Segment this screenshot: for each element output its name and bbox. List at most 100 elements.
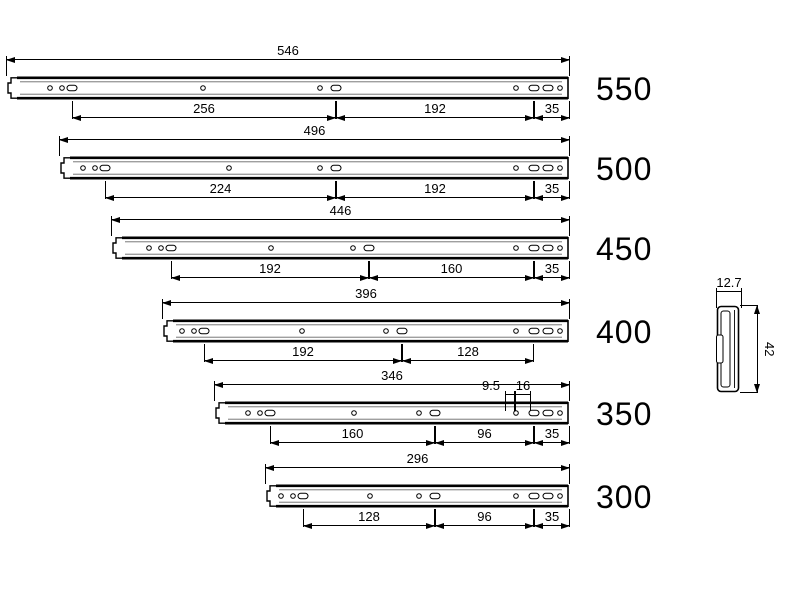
arrow-right-icon — [561, 465, 570, 471]
dim-line — [534, 442, 570, 443]
segment-dim: 192 — [336, 181, 534, 201]
arrow-left-icon — [6, 57, 15, 63]
dim-value: 96 — [477, 509, 492, 524]
extension-line — [740, 305, 758, 306]
segment-dim: 96 — [435, 426, 534, 446]
arrow-left-icon — [336, 115, 345, 121]
dim-line — [171, 277, 369, 278]
dim-value: 192 — [424, 101, 446, 116]
arrow-right-icon — [327, 115, 336, 121]
arrow-right-icon — [561, 300, 570, 306]
dim-line — [435, 525, 534, 526]
extension-line — [569, 464, 570, 484]
extension-line — [434, 509, 435, 527]
dim-value: 35 — [544, 426, 560, 441]
dim-line — [6, 59, 570, 60]
extension-line — [402, 344, 403, 362]
segment-dim: 192 — [204, 344, 402, 364]
extension-line — [530, 391, 531, 411]
dim-value: 12.7 — [716, 275, 742, 290]
arrow-left-icon — [402, 358, 411, 364]
dim-line — [214, 384, 570, 385]
dim-value: 346 — [381, 368, 403, 383]
extension-line — [336, 181, 337, 199]
extension-line — [569, 299, 570, 319]
arrow-left-icon — [111, 217, 120, 223]
extension-line — [569, 381, 570, 401]
extension-line — [514, 391, 515, 411]
extension-line — [716, 288, 717, 308]
arrow-left-icon — [534, 275, 543, 281]
segment-dim: 160 — [270, 426, 435, 446]
dim-line — [757, 305, 758, 393]
cross-height-dim: 42 — [740, 305, 777, 393]
size-label-350: 350 — [596, 396, 653, 432]
extension-line — [72, 101, 73, 119]
segment-dim: 35 — [534, 426, 570, 446]
arrow-up-icon — [754, 305, 760, 314]
arrow-left-icon — [72, 115, 81, 121]
extension-line — [533, 344, 534, 362]
arrow-right-icon — [525, 358, 534, 364]
dim-line — [303, 525, 435, 526]
segment-dim: 160 — [369, 261, 534, 281]
extension-line — [741, 288, 742, 308]
arrow-left-icon — [534, 440, 543, 446]
arrow-left-icon — [435, 523, 444, 529]
arrow-left-icon — [336, 195, 345, 201]
extension-line — [569, 216, 570, 236]
arrow-left-icon — [171, 275, 180, 281]
size-label-500: 500 — [596, 151, 653, 187]
rail-drawing-300 — [266, 484, 569, 508]
arrow-right-icon — [393, 358, 402, 364]
arrow-left-icon — [369, 275, 378, 281]
arrow-left-icon — [534, 115, 543, 121]
arrow-right-icon — [561, 440, 570, 446]
dim-line — [369, 277, 534, 278]
dim-value: 192 — [259, 261, 281, 276]
arrow-left-icon — [435, 440, 444, 446]
hole-pitch-dim-9-5: 9.5 — [482, 379, 515, 411]
dim-line — [111, 219, 570, 220]
arrow-left-icon — [214, 382, 223, 388]
arrow-right-icon — [561, 382, 570, 388]
arrow-right-icon — [561, 275, 570, 281]
size-label-450: 450 — [596, 231, 653, 267]
dim-value: 128 — [457, 344, 479, 359]
arrow-down-icon — [754, 384, 760, 393]
segment-dim: 35 — [534, 261, 570, 281]
extension-line — [434, 426, 435, 444]
extension-line — [569, 509, 570, 527]
size-label-400: 400 — [596, 314, 653, 350]
extension-line — [569, 261, 570, 279]
arrow-right-icon — [525, 440, 534, 446]
dim-value: 35 — [544, 181, 560, 196]
extension-line — [505, 391, 506, 411]
dim-line — [505, 394, 515, 395]
extension-line — [265, 464, 266, 484]
overall-dim-400: 396 — [162, 286, 570, 319]
dim-value: 256 — [193, 101, 215, 116]
dim-value: 396 — [355, 286, 377, 301]
arrow-right-icon — [561, 57, 570, 63]
dim-line — [336, 117, 534, 118]
dim-line — [435, 442, 534, 443]
dim-value: 192 — [292, 344, 314, 359]
extension-line — [435, 509, 436, 527]
extension-line — [534, 181, 535, 199]
extension-line — [6, 56, 7, 76]
dim-line — [534, 277, 570, 278]
arrow-left-icon — [534, 195, 543, 201]
segment-dim: 128 — [303, 509, 435, 529]
dim-line — [336, 197, 534, 198]
dim-value: 224 — [209, 181, 232, 196]
dim-line — [716, 291, 742, 292]
extension-line — [533, 181, 534, 199]
extension-line — [435, 426, 436, 444]
dim-line — [515, 394, 531, 395]
size-label-300: 300 — [596, 479, 653, 515]
overall-dim-500: 496 — [59, 124, 570, 156]
dim-line — [534, 117, 570, 118]
arrow-right-icon — [561, 217, 570, 223]
arrow-left-icon — [265, 465, 274, 471]
